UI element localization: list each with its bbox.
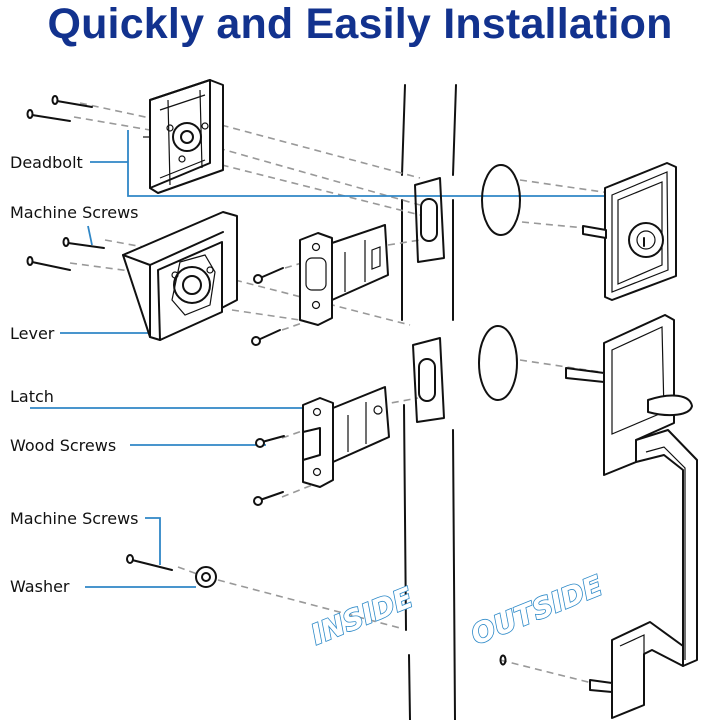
inside-lever-rosette xyxy=(122,211,238,341)
bottom-machine-screw xyxy=(126,554,173,571)
label-latch: Latch xyxy=(10,387,54,406)
deadbolt-mechanism xyxy=(299,224,389,326)
label-washer: Washer xyxy=(10,577,70,596)
door-slab xyxy=(401,84,457,720)
label-deadbolt: Deadbolt xyxy=(10,153,83,172)
deadbolt-wood-screws xyxy=(251,267,284,346)
page-title: Quickly and Easily Installation xyxy=(47,0,673,48)
lever-machine-screws xyxy=(26,237,105,271)
spring-latch xyxy=(302,386,390,488)
label-wood-screws: Wood Screws xyxy=(10,436,116,455)
inside-deadbolt-plate xyxy=(143,79,224,194)
deadbolt-machine-screws xyxy=(26,95,93,122)
label-machine-screws-top: Machine Screws xyxy=(10,203,139,222)
inside-label: INSIDE xyxy=(306,581,417,652)
label-lever: Lever xyxy=(10,324,55,343)
label-machine-screws-bottom: Machine Screws xyxy=(10,509,139,528)
outside-label: OUTSIDE xyxy=(466,569,607,652)
exterior-handleset xyxy=(565,314,698,719)
washer xyxy=(195,566,217,588)
door-bores xyxy=(412,164,521,666)
latch-wood-screws xyxy=(253,435,285,506)
exterior-deadbolt xyxy=(582,162,677,301)
